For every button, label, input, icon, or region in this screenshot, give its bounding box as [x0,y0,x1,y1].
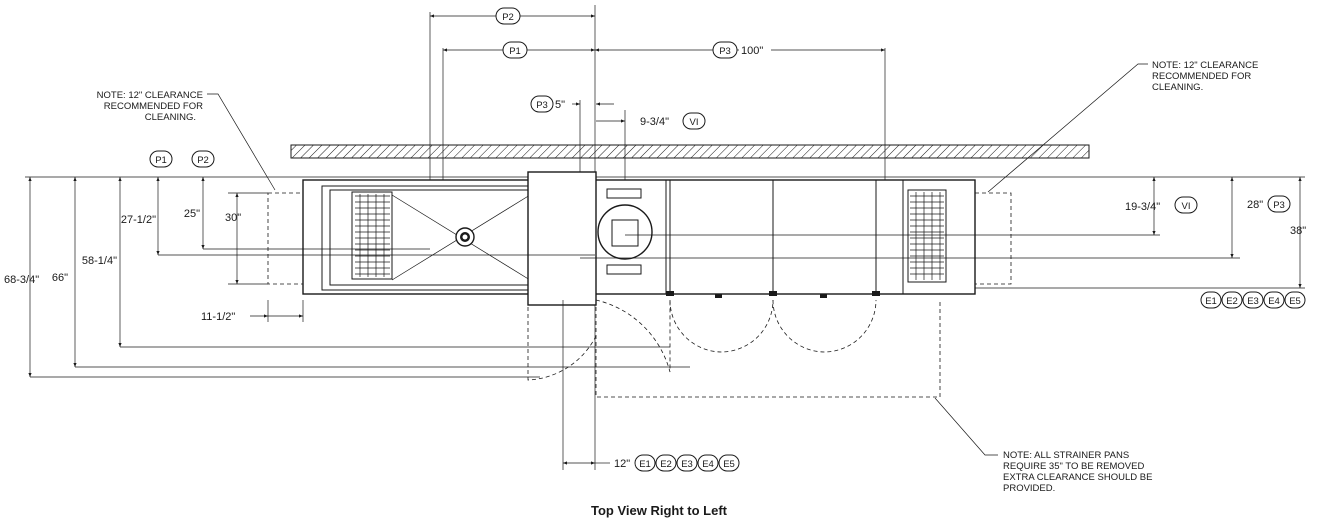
dim-text-28: 28" [1247,199,1263,211]
note-strainer-line-4: PROVIDED. [1003,483,1055,494]
note-right-line-3: CLEANING. [1152,82,1203,93]
note-strainer-line-2: REQUIRE 35" TO BE REMOVED [1003,461,1144,472]
dim-text-5: 5" [555,99,565,111]
right-clearance-zone [974,192,1012,285]
dim-text-9-3-4: 9-3/4" [640,116,669,128]
note-left-line-1: NOTE: 12" CLEARANCE [97,90,203,101]
door-swing-arcs [527,299,941,398]
dim-text-66: 66" [52,272,68,284]
bubble-e4-bottom: E4 [702,459,714,470]
bubble-p2-top: P2 [502,12,514,23]
bubble-e4-right: E4 [1268,296,1280,307]
dim-text-68-3-4: 68-3/4" [4,274,39,286]
bubble-group-e-bottom: E1 E2 E3 E4 E5 [634,454,740,472]
wall-hatch [290,144,1090,159]
note-strainer: NOTE: ALL STRAINER PANS REQUIRE 35" TO B… [934,397,1152,494]
unit-body [302,171,976,306]
bubble-e3-bottom: E3 [681,459,693,470]
dim-text-25: 25" [184,208,200,220]
dim-text-58-1-4: 58-1/4" [82,255,117,267]
dim-p3-100: P3 100" [712,41,771,59]
bubble-e1-right: E1 [1205,296,1217,307]
bubble-p3-5: P3 [536,100,548,111]
note-right-line-2: RECOMMENDED FOR [1152,71,1251,82]
bubble-p3-top: P3 [719,46,731,57]
bubble-p1-left: P1 [155,155,167,166]
dim-text-30: 30" [225,212,241,224]
dim-p1-top: P1 [502,41,528,59]
bubble-e1-bottom: E1 [639,459,651,470]
bubble-vi-right: VI [1182,201,1191,212]
dim-text-19-3-4: 19-3/4" [1125,201,1160,213]
dim-text-11-1-2: 11-1/2" [201,311,235,323]
left-clearance-zone [267,192,305,285]
left-header-bubbles: P1 P2 [149,150,215,168]
note-left-line-2: RECOMMENDED FOR [104,101,203,112]
dim-text-27-1-2: 27-1/2" [121,214,156,226]
bubble-p1-top: P1 [509,46,521,57]
bubble-vi-top: VI [690,117,699,128]
blower-icon [597,204,653,260]
note-left-line-3: CLEANING. [145,112,196,123]
bubble-p3-right: P3 [1273,200,1285,211]
bubble-p2-left: P2 [197,155,209,166]
bubble-e3-right: E3 [1247,296,1259,307]
dim-text-12: 12" [614,458,630,470]
note-strainer-line-1: NOTE: ALL STRAINER PANS [1003,450,1129,461]
bubble-e5-bottom: E5 [723,459,735,470]
dim-vi-9-3-4: 9-3/4" VI [596,112,706,130]
note-right-line-1: NOTE: 12" CLEARANCE [1152,60,1258,71]
bubble-e5-right: E5 [1289,296,1301,307]
note-strainer-line-3: EXTRA CLEARANCE SHOULD BE [1003,472,1152,483]
note-left-clearance: NOTE: 12" CLEARANCE RECOMMENDED FOR CLEA… [97,90,276,191]
dim-p3-5: P3 5" [530,95,614,113]
bubble-e2-right: E2 [1226,296,1238,307]
drawing-title: Top View Right to Left [591,503,728,518]
bubble-e2-bottom: E2 [660,459,672,470]
dim-text-38: 38" [1290,225,1306,237]
dim-p2-top: P2 [495,7,521,25]
dim-text-100: 100" [741,45,763,57]
bubble-group-e-right: E1 E2 E3 E4 E5 [1200,291,1306,309]
note-right-clearance: NOTE: 12" CLEARANCE RECOMMENDED FOR CLEA… [987,60,1258,193]
